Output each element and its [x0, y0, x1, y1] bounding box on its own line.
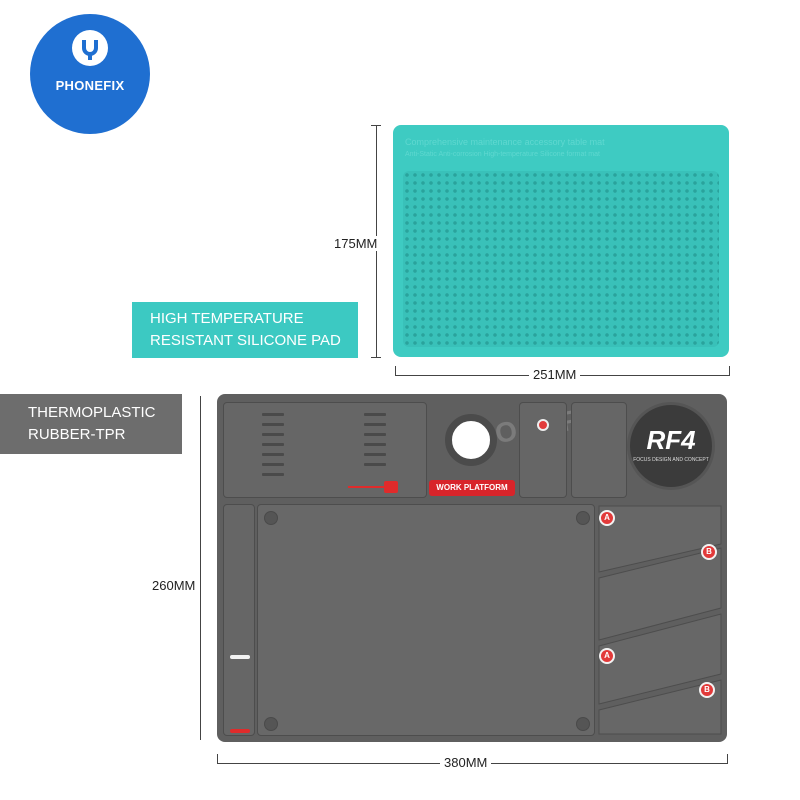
tray-slot: [262, 433, 284, 436]
pad-dot-grid: [403, 171, 719, 347]
pad-width-label: 251MM: [529, 367, 581, 382]
wrench-badge-icon: [72, 30, 108, 66]
work-platform-label: WORK PLATFORM: [429, 480, 515, 496]
tray-slot: [364, 463, 386, 466]
phonefix-logo: PHONEFIX: [30, 14, 150, 134]
main-work-area: [257, 504, 595, 736]
silicone-pad: Comprehensive maintenance accessory tabl…: [393, 125, 729, 357]
pad-text-line2: Anti-Static Anti-corrosion High-temperat…: [405, 151, 600, 158]
silicone-pad-label-line1: HIGH TEMPERATURE: [150, 310, 304, 327]
tray-slot: [262, 463, 284, 466]
dimension-tick: [727, 754, 728, 764]
tray-slot: [262, 453, 284, 456]
tpr-label-line1: THERMOPLASTIC: [28, 404, 156, 421]
dimension-tick: [371, 357, 381, 358]
screw-icon: [264, 717, 278, 731]
tray-slot: [364, 433, 386, 436]
mat-height-label: 260MM: [148, 578, 200, 593]
red-slot: [230, 729, 250, 733]
white-slot: [230, 655, 250, 659]
tray-slot: [364, 443, 386, 446]
silicone-pad-label-line2: RESISTANT SILICONE PAD: [150, 332, 341, 349]
tray-slot: [262, 443, 284, 446]
tray-slot: [262, 473, 284, 476]
tray-slot: [364, 453, 386, 456]
tpr-label-line2: RUBBER-TPR: [28, 426, 126, 443]
screw-icon: [576, 511, 590, 525]
rf4-badge: RF4 FOCUS DESIGN AND CONCEPT: [627, 402, 715, 490]
marker-a: A: [599, 648, 615, 664]
marker-a: A: [599, 510, 615, 526]
screw-icon: [264, 511, 278, 525]
red-dot-icon: [537, 419, 549, 431]
screwdriver-icon: [348, 481, 398, 493]
left-strip: [223, 504, 255, 736]
tray-slot: [364, 423, 386, 426]
small-compartment: [519, 402, 567, 498]
rf4-logo: RF4: [646, 425, 696, 455]
tpr-label: THERMOPLASTIC RUBBER-TPR: [0, 394, 182, 454]
tool-tray: [223, 402, 427, 498]
pad-height-label: 175MM: [330, 236, 382, 251]
marker-b: B: [699, 682, 715, 698]
screw-icon: [576, 717, 590, 731]
tray-slot: [262, 413, 284, 416]
logo-text: PHONEFIX: [55, 78, 125, 93]
dimension-tick: [729, 366, 730, 376]
tray-slot: [364, 413, 386, 416]
small-compartment: [571, 402, 627, 498]
pad-text-line1: Comprehensive maintenance accessory tabl…: [405, 137, 605, 147]
right-compartments: [598, 505, 722, 735]
mat-width-label: 380MM: [440, 755, 492, 770]
marker-b: B: [701, 544, 717, 560]
dimension-tick: [217, 754, 218, 764]
dimension-tick: [395, 366, 396, 376]
tray-slot: [262, 423, 284, 426]
dimension-tick: [371, 125, 381, 126]
rf4-subtitle: FOCUS DESIGN AND CONCEPT: [633, 457, 709, 463]
mat-height-dimension-line: [200, 396, 201, 740]
tpr-mat: PHONEFIX WORK PLATFORM RF4 FOCUS DESIGN …: [217, 394, 727, 742]
silicone-pad-label: HIGH TEMPERATURE RESISTANT SILICONE PAD: [132, 302, 358, 358]
cup-holder: [445, 414, 497, 466]
